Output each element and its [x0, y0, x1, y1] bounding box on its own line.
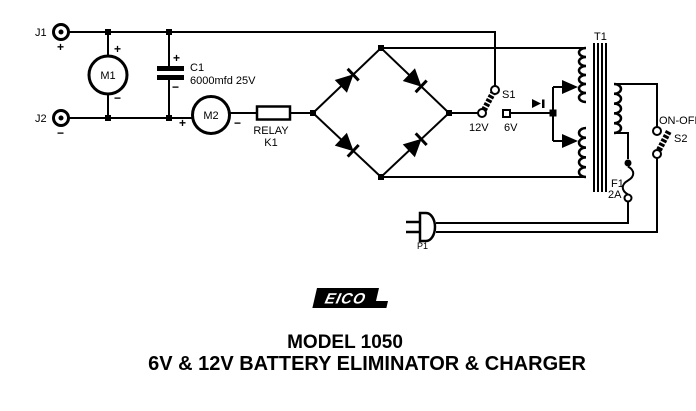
fuse-f1-icon	[621, 159, 635, 203]
jack-j1-icon	[52, 23, 70, 41]
relay-name: RELAY	[253, 125, 289, 137]
relay-k1-icon	[255, 105, 292, 121]
core-icon	[593, 43, 607, 192]
secondary-top-winding-icon	[577, 46, 587, 104]
switch-s2-blade-icon[interactable]	[656, 129, 672, 152]
junction-dots	[105, 29, 557, 180]
tap-arrow-top-icon	[562, 80, 578, 94]
s1-6v-label: 6V	[504, 122, 518, 134]
diode-icon	[402, 132, 428, 158]
brand-logo: EICO	[312, 288, 388, 308]
meter-m2-icon	[191, 95, 231, 135]
m2-label: M2	[203, 110, 218, 122]
wiring	[68, 31, 658, 233]
relay-designator: K1	[264, 137, 277, 149]
s2-label: S2	[674, 133, 687, 145]
switch-s1[interactable]	[477, 85, 511, 118]
m2-plus: +	[179, 116, 186, 130]
c1-plus: +	[173, 51, 180, 65]
m1-minus: −	[114, 91, 121, 105]
ac-plug-icon	[406, 211, 437, 243]
primary-winding-icon	[613, 82, 623, 135]
f1-rating: 2A	[608, 189, 622, 201]
m1-label: M1	[100, 70, 115, 82]
wiper-arrow-icon	[532, 99, 545, 108]
j2-polarity: −	[57, 126, 64, 140]
c1-value: 6000mfd 25V	[190, 75, 256, 87]
m2-minus: −	[234, 116, 241, 130]
j1-label: J1	[35, 27, 47, 39]
s1-12v-label: 12V	[469, 122, 489, 134]
f1-label: F1	[611, 178, 624, 190]
diode-icon	[402, 68, 428, 94]
s1-label: S1	[502, 89, 515, 101]
j1-polarity: +	[57, 40, 64, 54]
diode-icon	[334, 132, 360, 158]
switch-s2[interactable]	[652, 126, 672, 159]
m1-plus: +	[114, 42, 121, 56]
switch-s1-blade-icon[interactable]	[481, 91, 496, 112]
j2-label: J2	[35, 113, 47, 125]
page-subtitle: 6V & 12V BATTERY ELIMINATOR & CHARGER	[148, 353, 586, 375]
s2-mode-label: ON-OFF	[659, 115, 696, 127]
bridge-rectifier	[334, 67, 428, 158]
secondary-bottom-winding-icon	[577, 126, 587, 179]
t1-label: T1	[594, 31, 607, 43]
meter-m1-icon	[87, 54, 129, 96]
transformer-t1	[532, 43, 623, 192]
c1-label: C1	[190, 62, 204, 74]
capacitor-c1-icon	[157, 66, 184, 80]
tap-arrow-bottom-icon	[562, 134, 578, 148]
brand-logo-text: EICO	[323, 291, 368, 308]
model-title: MODEL 1050	[287, 332, 403, 353]
p1-label: P1	[417, 241, 428, 251]
diode-icon	[334, 67, 360, 93]
c1-minus: −	[172, 80, 179, 94]
jack-j2-icon	[52, 109, 70, 127]
